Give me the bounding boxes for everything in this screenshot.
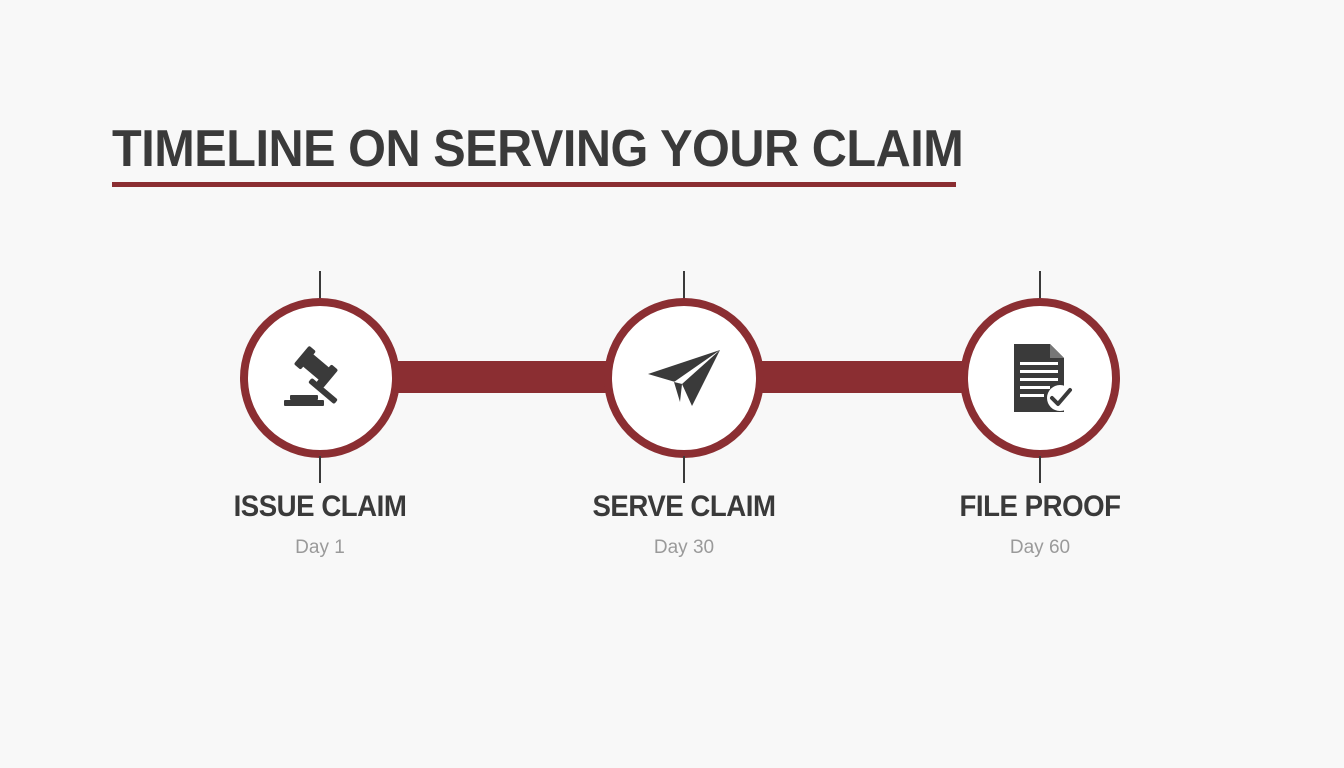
timeline-step-issue-claim: ISSUE CLAIM Day 1: [200, 0, 440, 600]
step-label: ISSUE CLAIM: [233, 490, 407, 523]
step-circle: [604, 298, 764, 458]
timeline-step-file-proof: FILE PROOF Day 60: [920, 0, 1160, 600]
tick-mark: [319, 456, 321, 483]
step-day: Day 60: [1009, 537, 1071, 558]
tick-mark: [319, 271, 321, 299]
title-underline: [112, 182, 956, 187]
tick-mark: [1039, 271, 1041, 299]
step-label: SERVE CLAIM: [592, 490, 776, 523]
title-block: TIMELINE ON SERVING YOUR CLAIM: [112, 118, 1023, 180]
timeline-connector: [756, 361, 968, 393]
step-day: Day 1: [295, 537, 345, 558]
tick-mark: [1039, 456, 1041, 483]
timeline-step-serve-claim: SERVE CLAIM Day 30: [564, 0, 804, 600]
timeline-connector: [392, 361, 614, 393]
document-check-icon: [1000, 338, 1080, 418]
tick-mark: [683, 456, 685, 483]
step-circle: [240, 298, 400, 458]
step-label: FILE PROOF: [959, 490, 1121, 523]
paper-plane-icon: [644, 338, 724, 418]
step-circle: [960, 298, 1120, 458]
tick-mark: [683, 271, 685, 299]
gavel-icon: [280, 338, 360, 418]
page-title: TIMELINE ON SERVING YOUR CLAIM: [112, 120, 964, 178]
step-day: Day 30: [653, 537, 715, 558]
